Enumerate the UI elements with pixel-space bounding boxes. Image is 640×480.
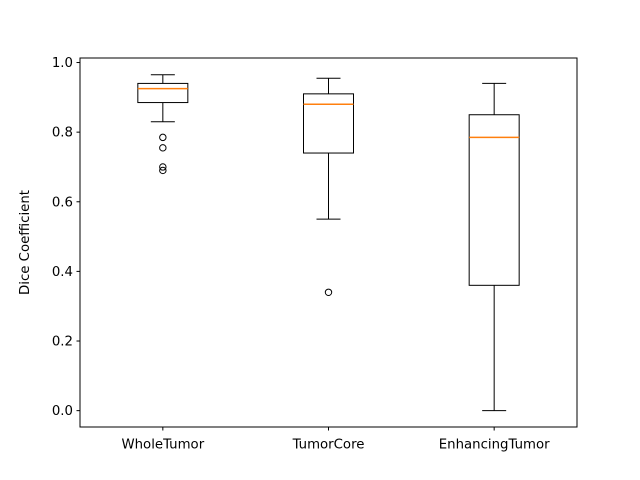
y-tick-label: 0.6 bbox=[52, 195, 73, 210]
box-WholeTumor bbox=[137, 82, 189, 104]
y-tick-label: 0.2 bbox=[52, 335, 73, 350]
y-axis-title: Dice Coefficient bbox=[18, 190, 33, 295]
y-tick-label: 0.8 bbox=[52, 126, 73, 141]
box-EnhancingTumor bbox=[468, 114, 520, 286]
y-tick-label: 1.0 bbox=[52, 56, 73, 71]
x-category-label: EnhancingTumor bbox=[439, 438, 550, 453]
box-TumorCore bbox=[303, 93, 354, 154]
x-category-label: WholeTumor bbox=[121, 438, 204, 453]
outlier-point bbox=[159, 133, 167, 142]
outlier-point bbox=[159, 163, 167, 171]
outlier-point bbox=[159, 166, 167, 175]
y-tick-label: 0.0 bbox=[52, 404, 73, 419]
y-tick-label: 0.4 bbox=[52, 265, 73, 280]
outlier-point bbox=[324, 288, 333, 296]
outlier-point bbox=[159, 144, 167, 152]
x-category-label: TumorCore bbox=[292, 438, 365, 453]
plot-border bbox=[79, 57, 578, 428]
